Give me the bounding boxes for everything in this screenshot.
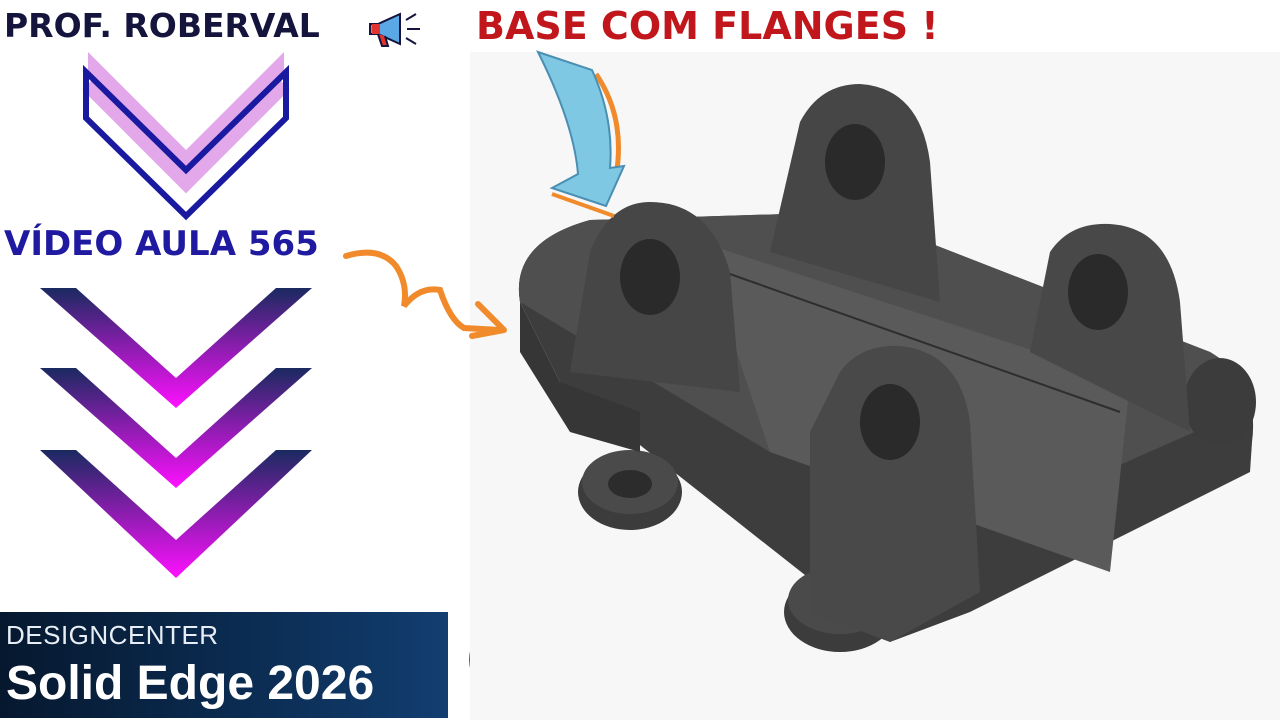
brand-panel: DESIGNCENTER Solid Edge 2026 — [0, 612, 448, 718]
chevron-down-icon — [82, 52, 290, 221]
lesson-label: VÍDEO AULA 565 — [4, 224, 319, 264]
megaphone-icon — [369, 12, 420, 47]
author-name: PROF. ROBERVAL — [4, 6, 320, 45]
pointer-arrow-icon — [343, 249, 507, 339]
brand-product: Solid Edge 2026 — [6, 657, 375, 710]
pointer-arrow-icon — [536, 50, 626, 218]
page-title: BASE COM FLANGES ! — [476, 4, 939, 48]
chevron-down-icon — [40, 288, 312, 578]
brand-subtitle: DESIGNCENTER — [6, 620, 219, 650]
